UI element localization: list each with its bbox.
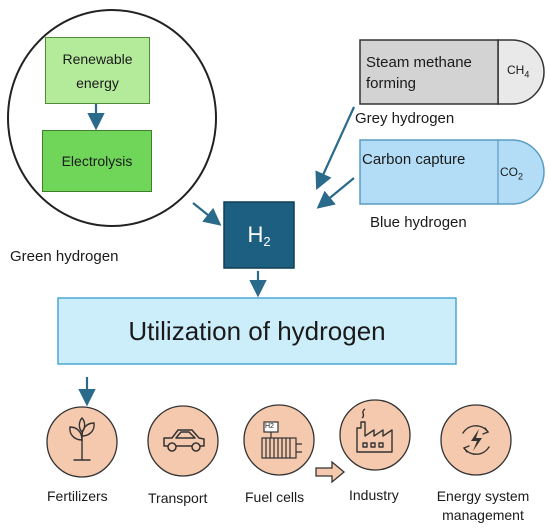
renewable-label-line2: energy: [76, 74, 119, 91]
app-circle-fuel-cells: [243, 404, 315, 476]
electrolysis-label: Electrolysis: [61, 153, 133, 169]
app-label-energy: Energy system management: [426, 487, 540, 525]
renewable-label-line1: Renewable: [62, 50, 133, 67]
grey-label-line2: forming: [366, 75, 417, 92]
utilization-title: Utilization of hydrogen: [128, 315, 386, 346]
blue-hydrogen-caption: Blue hydrogen: [370, 214, 467, 231]
grey-capsule-shape: [497, 39, 545, 105]
renewable-energy-box: Renewable energy: [45, 37, 150, 104]
arrow-green-to-h2: [192, 202, 222, 226]
ch4-base: CH: [507, 63, 525, 77]
co2-sub: 2: [518, 171, 524, 182]
green-hydrogen-caption: Green hydrogen: [10, 248, 119, 265]
grey-label-line1: Steam methane: [366, 54, 472, 71]
grey-hydrogen-caption: Grey hydrogen: [355, 110, 455, 127]
fuel-cell-icon: [261, 421, 302, 459]
ch4-sub: 4: [524, 69, 530, 80]
plant-icon: [69, 417, 95, 461]
app-label-energy-line1: Energy system: [436, 488, 530, 504]
app-circle-transport: [147, 405, 219, 477]
h2-base: H: [247, 222, 264, 247]
h2-box-shape: [223, 201, 295, 269]
ch4-molecule: CH4: [507, 63, 529, 79]
grey-box-label: Steam methane forming: [366, 52, 472, 94]
app-label-transport: Transport: [148, 490, 208, 506]
app-label-fertilizers: Fertilizers: [47, 488, 108, 504]
grey-box-shape: [359, 39, 499, 105]
h2-sub: 2: [263, 233, 271, 249]
co2-molecule: CO2: [500, 165, 523, 181]
app-label-energy-line2: management: [442, 507, 524, 523]
block-arrow-icon: [315, 460, 346, 484]
app-label-fuel-cells: Fuel cells: [245, 489, 305, 505]
app-label-industry: Industry: [349, 487, 399, 503]
electrolysis-box: Electrolysis: [42, 130, 152, 192]
factory-icon: [356, 408, 393, 453]
fuel-cell-h2-badge: H2: [265, 423, 274, 430]
co2-base: CO: [500, 165, 518, 179]
utilization-box-shape: [57, 297, 457, 365]
carbon-capture-label: Carbon capture: [362, 151, 466, 168]
car-icon: [163, 429, 205, 452]
energy-cycle-icon: [462, 425, 490, 455]
arrow-blue-to-h2: [316, 177, 355, 209]
arrow-grey-to-h2: [315, 106, 356, 191]
